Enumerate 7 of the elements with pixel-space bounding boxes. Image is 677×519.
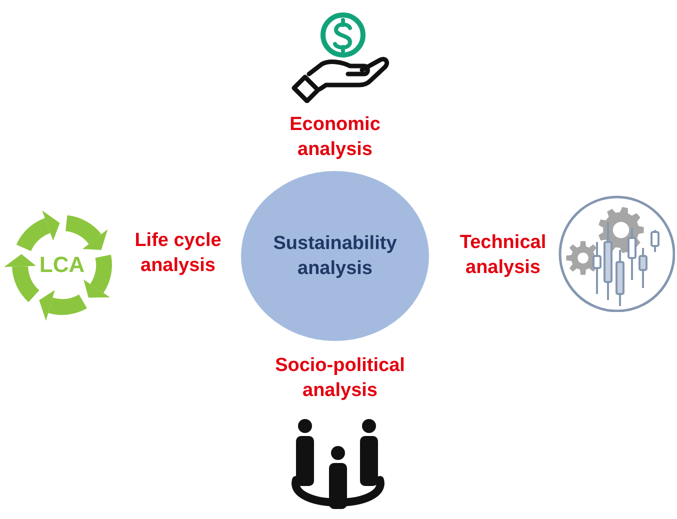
icon-caption: Socio-political analysis bbox=[274, 354, 406, 403]
hub-ellipse: Sustainability analysis bbox=[241, 171, 429, 341]
icon-caption: Life cycle analysis bbox=[134, 229, 222, 278]
ring-label: LCA bbox=[39, 252, 85, 278]
icon-caption: Technical analysis bbox=[458, 231, 548, 280]
icon-caption: Economic analysis bbox=[288, 113, 382, 162]
gears-chart-icon bbox=[557, 194, 675, 312]
